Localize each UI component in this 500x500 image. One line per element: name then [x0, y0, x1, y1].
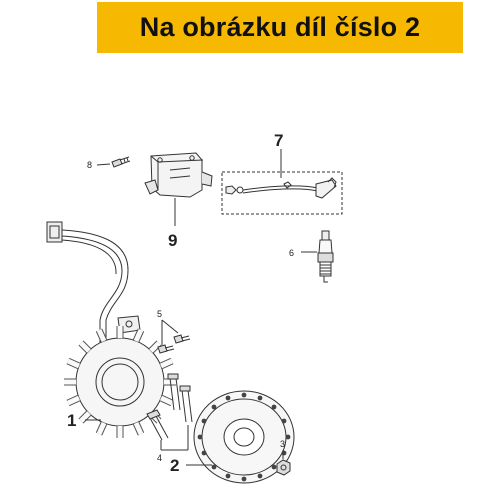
- flywheel-rotor-icon: [193, 390, 295, 484]
- ignition-coil-icon: [144, 152, 213, 198]
- bolts-4-icon: [146, 373, 193, 441]
- callout-5: 5: [157, 309, 162, 319]
- nut-icon: [276, 459, 291, 476]
- banner-title: Na obrázku díl číslo 2: [139, 12, 421, 42]
- stator-coil-icon: [46, 221, 176, 438]
- callout-6: 6: [289, 248, 294, 258]
- callout-9: 9: [168, 231, 177, 250]
- callout-8: 8: [87, 160, 92, 170]
- callout-4: 4: [157, 453, 162, 463]
- leader-8: [96, 163, 111, 166]
- cable-group-box: [221, 171, 343, 215]
- title-banner: Na obrázku díl číslo 2: [97, 2, 463, 53]
- callout-2: 2: [170, 456, 179, 475]
- callout-7: 7: [274, 131, 283, 150]
- callout-3: 3: [280, 439, 285, 449]
- spark-plug-icon: [317, 230, 334, 283]
- callout-1: 1: [67, 411, 76, 430]
- screw-5-icon: [157, 334, 191, 354]
- leader-5b: [161, 319, 179, 334]
- screw-8-icon: [111, 156, 131, 168]
- spark-plug-cable-icon: [225, 177, 337, 199]
